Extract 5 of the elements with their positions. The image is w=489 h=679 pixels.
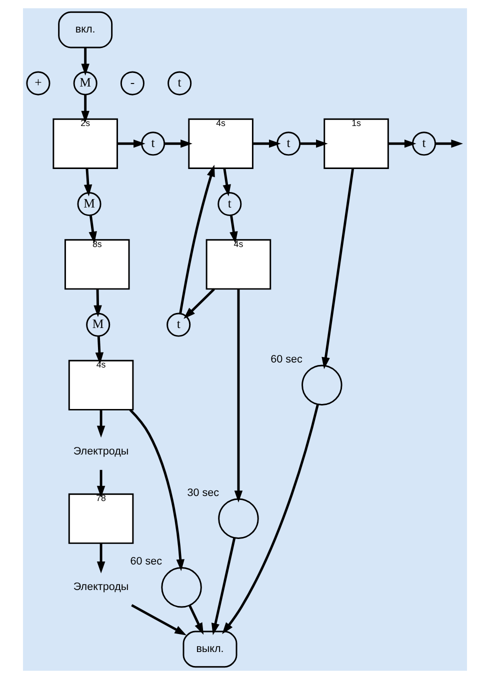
node-text: Электроды <box>72 581 128 594</box>
node-label: 60 sec <box>130 556 162 568</box>
node-label: 30 sec <box>186 486 219 499</box>
node-text: Электроды <box>72 446 128 458</box>
node-label: 60 sec <box>270 353 302 366</box>
